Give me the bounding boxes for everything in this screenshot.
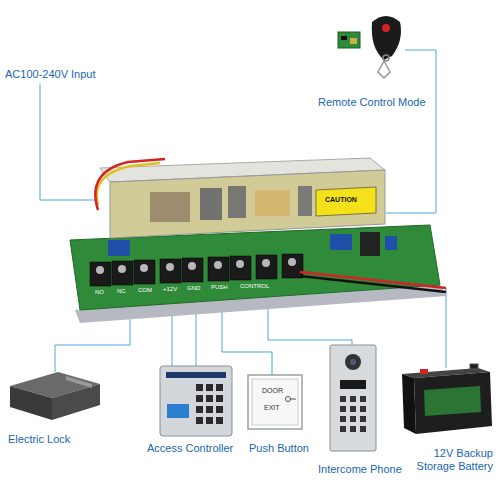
terminal-label: GND [187, 285, 200, 292]
device-label: 12V Backup Storage Battery [405, 447, 493, 472]
device-label: Access Controller [147, 442, 233, 455]
access-controller [160, 366, 232, 436]
terminal-label: NO [95, 289, 104, 296]
terminal-label: CONTROL [240, 283, 269, 290]
power-supply-board [70, 158, 446, 323]
leader-lines [40, 50, 446, 375]
callout-label: AC100-240V Input [5, 68, 96, 81]
device-label: Push Button [249, 442, 309, 455]
button-text: DOOR [262, 387, 283, 395]
terminal-label: COM [138, 287, 152, 294]
terminal-label: +12V [163, 286, 177, 293]
button-text: EXIT [264, 404, 280, 412]
electric-lock [10, 372, 100, 420]
terminal-label: NC [117, 288, 126, 295]
sticker-text: CAUTION [325, 196, 357, 204]
remote-control [338, 16, 401, 78]
device-label: Electric Lock [8, 433, 70, 446]
push-button [248, 375, 302, 429]
device-label: Intercome Phone [318, 463, 402, 476]
callout-label: Remote Control Mode [318, 96, 426, 109]
intercom-phone [330, 345, 376, 451]
terminal-label: PUSH [211, 284, 228, 291]
backup-battery [402, 364, 492, 434]
